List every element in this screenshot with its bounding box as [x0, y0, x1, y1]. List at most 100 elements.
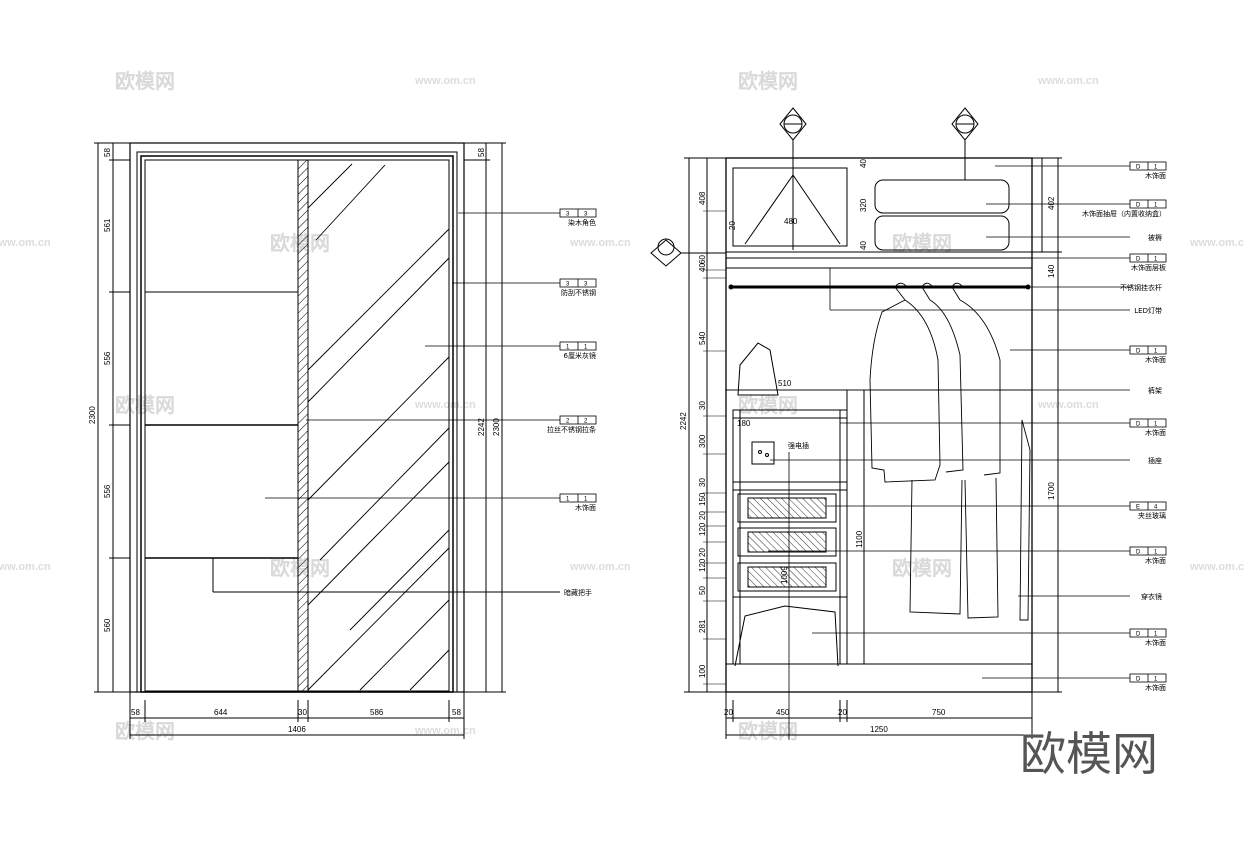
drawer [737, 527, 837, 557]
watermark-logo: 欧模网 [738, 719, 798, 743]
watermark-url: www.om.cn [1189, 237, 1244, 249]
watermark-url: www.om.cn [1189, 561, 1244, 573]
callout-label: 拉丝不锈钢拉条 [547, 425, 596, 434]
dim-total-width: 1406 [288, 725, 306, 734]
callout-label: 木饰面 [1145, 638, 1166, 647]
dim-vertical: 408 [698, 191, 707, 205]
dim-bottom: 586 [370, 708, 384, 717]
dim-vertical: 300 [698, 434, 707, 448]
callout-tag-left: E [1136, 505, 1140, 511]
dim-vertical: 60 [698, 255, 707, 264]
callout-label: 木饰面 [575, 503, 596, 512]
callout-tag-left: D [1136, 203, 1141, 209]
dim-vertical: 556 [103, 484, 112, 498]
corner-watermark-logo: 欧模网 [1020, 727, 1158, 781]
callout-tag-right: 1 [1154, 203, 1158, 209]
callout-label: 裤架 [1148, 386, 1162, 395]
door-panel-edge [140, 155, 454, 693]
callout-tag-left: D [1136, 257, 1141, 263]
callout-tag-right: 1 [1154, 349, 1158, 355]
dim-vertical: 50 [698, 586, 707, 595]
callout-tag-left: 3 [566, 282, 570, 288]
dim-vertical: 30 [698, 401, 707, 410]
dim-box-height: 20 [728, 221, 737, 230]
dim-vertical: 281 [698, 619, 707, 633]
dim-vertical: 58 [103, 148, 112, 157]
drawer [737, 493, 837, 523]
watermark-url: www.om.cn [1037, 75, 1099, 87]
dim-right-top: 402 [1047, 196, 1056, 210]
dim-shelf-side: 40 [859, 159, 868, 168]
dim-right-mid: 140 [1047, 264, 1056, 278]
watermark-url: www.om.cn [569, 561, 631, 573]
callout: 被褥 [1148, 233, 1162, 242]
blanket [874, 215, 1010, 251]
callout-tag-right: 3 [584, 282, 588, 288]
callout-tag-right: 1 [1154, 632, 1158, 638]
hanging-garments [869, 282, 1031, 621]
watermark-logo: 欧模网 [738, 393, 798, 417]
dim-hang-height: 1700 [1047, 482, 1056, 500]
mirror-panel [307, 159, 450, 692]
drawer-glass [747, 497, 827, 519]
dim-vertical: 120 [698, 522, 707, 536]
right-callout-leaders [725, 165, 1130, 679]
callout-label: 夹丝玻璃 [1138, 511, 1166, 520]
callout-label: 暗藏把手 [564, 588, 592, 597]
dim-vertical: 40 [698, 263, 707, 272]
dim-total-height: 2300 [88, 406, 97, 424]
watermark-url: www.om.cn [414, 725, 476, 737]
dim-vertical: 556 [103, 351, 112, 365]
dim-outer-height: 2300 [492, 418, 501, 436]
callout-tag-left: D [1136, 165, 1141, 171]
dim-vertical: 100 [698, 664, 707, 678]
callout-label: 染木角色 [568, 218, 596, 227]
mirror-reflection-lines [307, 163, 450, 691]
callout-tag-left: D [1136, 349, 1141, 355]
box-triangle [744, 174, 841, 245]
watermark-url: www.om.cn [414, 399, 476, 411]
dim-vertical: 560 [103, 618, 112, 632]
drawer [737, 562, 837, 592]
dim-vertical: 20 [698, 548, 707, 557]
callout: LED灯带 [1134, 306, 1162, 315]
callout-tag-right: 1 [584, 497, 588, 503]
watermark-url: www.om.cn [1037, 399, 1099, 411]
drawer-glass [747, 531, 827, 553]
watermark-logo: 欧模网 [892, 556, 952, 580]
callout-label: 木饰面 [1145, 355, 1166, 364]
dim-vertical: 540 [698, 331, 707, 345]
callout-tag-left: D [1136, 550, 1141, 556]
watermark-url: www.om.cn [569, 237, 631, 249]
dim-bottom: 20 [838, 708, 847, 717]
callout-tag-left: 2 [566, 419, 570, 425]
left-callouts [265, 212, 560, 499]
callout: 插座 [1148, 456, 1162, 465]
dim-bottom: 450 [776, 708, 790, 717]
dim-vertical: 561 [103, 218, 112, 232]
callout-label: 插座 [1148, 456, 1162, 465]
dim-drawer-block: 1009 [780, 566, 789, 584]
callout-label: 被褥 [1148, 233, 1162, 242]
socket-label: 强电插 [788, 441, 809, 450]
callout-label: 木饰面抽屉（内置收纳盒） [1082, 209, 1166, 218]
dim-vertical: 30 [698, 478, 707, 487]
callout-label: 穿衣镜 [1141, 592, 1162, 601]
callout: 不锈钢挂衣杆 [1120, 283, 1162, 292]
blanket [874, 179, 1010, 214]
callout-tag-left: 1 [566, 345, 570, 351]
callout: 裤架 [1148, 386, 1162, 395]
